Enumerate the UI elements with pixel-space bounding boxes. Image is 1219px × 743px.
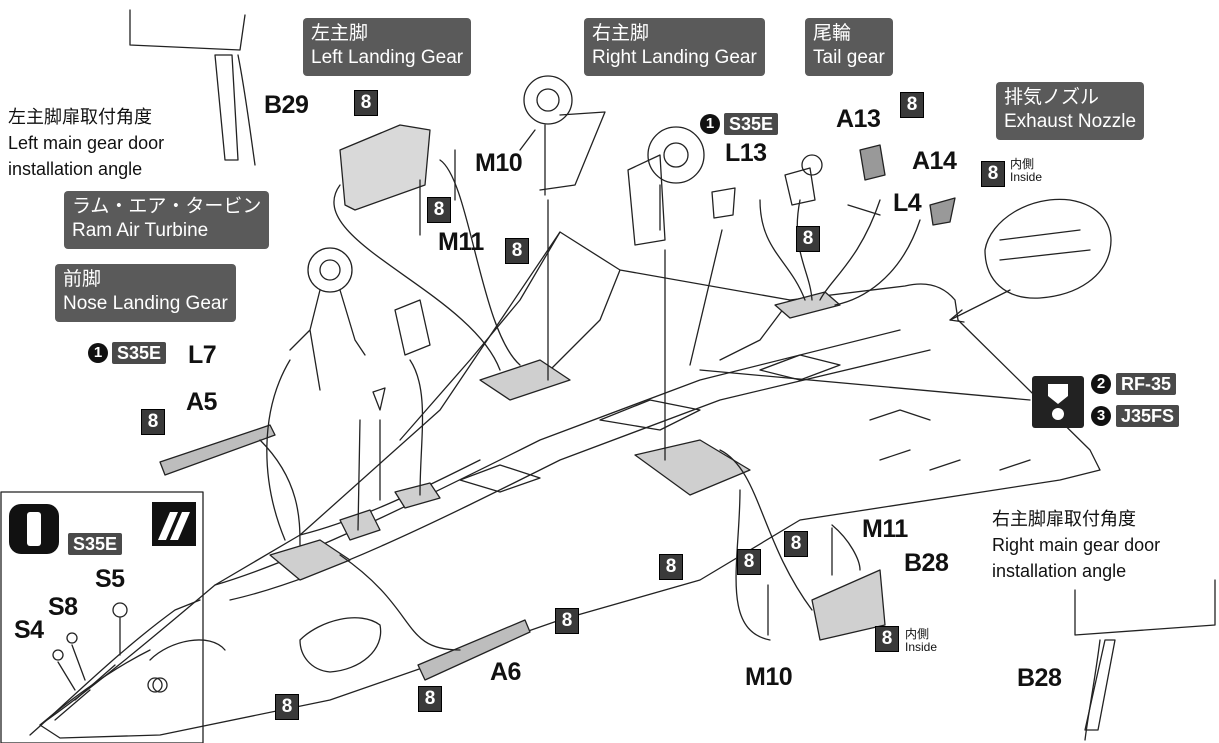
label-nose-landing-gear: 前脚 Nose Landing Gear: [55, 264, 236, 322]
label-en: Nose Landing Gear: [63, 293, 228, 314]
note-jp: 左主脚扉取付角度: [8, 107, 152, 127]
label-exhaust-nozzle: 排気ノズル Exhaust Nozzle: [996, 82, 1145, 140]
label-jp: ラム・エア・タービン: [72, 196, 262, 217]
glue-mark: 8: [555, 608, 579, 634]
part-s8: S8: [48, 593, 78, 621]
label-ram-air-turbine: ラム・エア・タービン Ram Air Turbine: [64, 191, 270, 249]
part-b29: B29: [264, 91, 309, 119]
part-l7: L7: [188, 341, 217, 369]
label-en: Right Landing Gear: [592, 47, 757, 68]
inside-en: Inside: [905, 640, 938, 654]
label-jp: 左主脚: [311, 23, 369, 44]
glue-mark: 8: [796, 226, 820, 252]
glue-mark: 8: [427, 197, 451, 223]
label-en: Left Landing Gear: [311, 47, 464, 68]
glue-mark: 8: [900, 92, 924, 118]
label-tail-gear: 尾輪 Tail gear: [805, 18, 893, 76]
glue-mark: 8: [505, 238, 529, 264]
note-jp: 右主脚扉取付角度: [992, 509, 1136, 529]
label-jp: 尾輪: [813, 23, 852, 44]
part-m11-top: M11: [438, 228, 484, 256]
drill-hole-icon: [1032, 376, 1084, 428]
exhaust-nozzle-shape: [984, 198, 1112, 299]
note-en-2: installation angle: [8, 159, 143, 179]
part-s4: S4: [14, 616, 44, 644]
glue-mark: 8: [659, 554, 683, 580]
part-m11-bottom: M11: [862, 515, 908, 543]
note-en-2: installation angle: [992, 561, 1127, 581]
inside-note: 内側 Inside: [905, 628, 937, 654]
inside-note: 内側 Inside: [1010, 158, 1042, 184]
label-right-landing-gear: 右主脚 Right Landing Gear: [584, 18, 765, 76]
note-en-1: Right main gear door: [992, 535, 1161, 555]
version-1-icon: 1: [88, 343, 108, 363]
version-badge-j35fs: J35FS: [1116, 405, 1180, 427]
version-badge-s35e: S35E: [724, 113, 779, 135]
part-a6: A6: [490, 658, 521, 686]
version-badge-s35e: S35E: [112, 342, 167, 364]
part-s5: S5: [95, 565, 125, 593]
part-m10-bottom: M10: [745, 663, 793, 691]
version-2-icon: 2: [1091, 374, 1111, 394]
label-en: Ram Air Turbine: [72, 220, 209, 241]
label-en: Tail gear: [813, 47, 885, 68]
part-b28-main: B28: [904, 549, 949, 577]
part-m10-top: M10: [475, 149, 523, 177]
glue-mark: 8: [275, 694, 299, 720]
part-l4: L4: [893, 189, 922, 217]
part-a13: A13: [836, 105, 881, 133]
part-a14: A14: [912, 147, 957, 175]
glue-mark: 8: [141, 409, 165, 435]
glue-mark: 8: [418, 686, 442, 712]
label-en: Exhaust Nozzle: [1004, 111, 1137, 132]
part-l13: L13: [725, 139, 767, 167]
version-1-icon: 1: [700, 114, 720, 134]
glue-mark: 8: [354, 90, 378, 116]
version-badge-rf35: RF-35: [1116, 373, 1177, 395]
glue-mark: 8: [875, 626, 899, 652]
label-jp: 右主脚: [592, 23, 650, 44]
label-jp: 排気ノズル: [1004, 87, 1100, 108]
note-en-1: Left main gear door: [8, 133, 165, 153]
glue-mark: 8: [737, 549, 761, 575]
version-3-icon: 3: [1091, 406, 1111, 426]
version-1-icon: [9, 504, 59, 554]
label-jp: 前脚: [63, 269, 102, 290]
inside-en: Inside: [1010, 170, 1043, 184]
part-b28-detail: B28: [1017, 664, 1062, 692]
inside-jp: 内側: [1010, 157, 1035, 171]
part-a5: A5: [186, 388, 217, 416]
left-door-angle-note: 左主脚扉取付角度 Left main gear door installatio…: [8, 104, 164, 182]
glue-mark: 8: [784, 531, 808, 557]
label-left-landing-gear: 左主脚 Left Landing Gear: [303, 18, 472, 76]
inside-jp: 内側: [905, 627, 930, 641]
version-badge-s35e: S35E: [68, 533, 123, 555]
right-door-angle-note: 右主脚扉取付角度 Right main gear door installati…: [992, 506, 1160, 584]
glue-mark: 8: [981, 161, 1005, 187]
decal-stripes-icon: [152, 502, 196, 546]
